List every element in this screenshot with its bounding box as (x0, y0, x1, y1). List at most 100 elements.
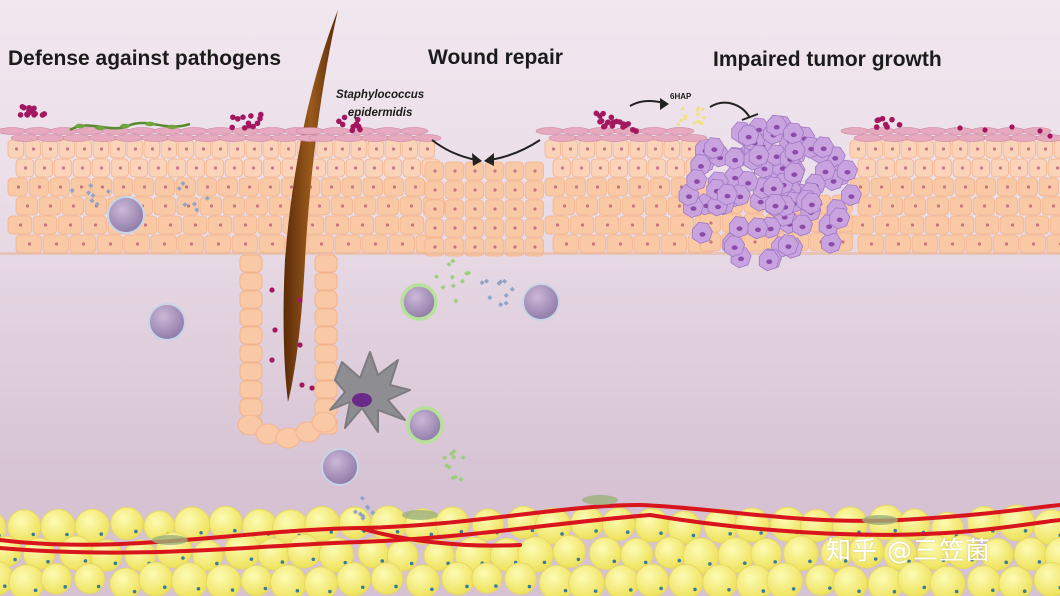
pathogen-rod (120, 124, 130, 128)
keratinocyte-nucleus (575, 185, 578, 188)
keratinocyte-nucleus (1044, 147, 1047, 150)
keratinocyte-nucleus (219, 223, 222, 226)
tumor-cell-nucleus (758, 200, 764, 205)
tumor-cell-nucleus (837, 218, 843, 223)
keratinocyte-nucleus (316, 166, 319, 169)
keratinocyte-nucleus (157, 166, 160, 169)
keratinocyte-nucleus (709, 240, 712, 243)
signal-molecule (451, 283, 456, 288)
keratinocyte-nucleus (109, 242, 112, 245)
keratinocyte-nucleus (569, 147, 572, 150)
tumor-cell-nucleus (732, 158, 738, 163)
keratinocyte-nucleus (656, 223, 659, 226)
fat-cell-nucleus (199, 531, 203, 535)
commensal-bacterium (246, 123, 252, 129)
fat-cell-nucleus (528, 585, 532, 589)
signal-molecule (461, 455, 466, 460)
fat-cell (241, 565, 271, 595)
keratinocyte-nucleus (66, 147, 69, 150)
commensal-bacterium (880, 116, 886, 122)
keratinocyte-nucleus (392, 166, 395, 169)
keratinocyte-nucleus (320, 242, 323, 245)
6hap-molecule (679, 119, 682, 122)
keratinocyte-nucleus (411, 166, 414, 169)
keratinocyte-nucleus (473, 245, 476, 248)
follicle-cell (240, 309, 262, 326)
corneocyte (679, 135, 707, 142)
keratinocyte-nucleus (1048, 185, 1051, 188)
fat-cell-nucleus (922, 586, 926, 590)
follicle-cell (315, 363, 337, 380)
commensal-bacterium (340, 122, 346, 128)
fat-cell-nucleus (31, 533, 35, 537)
fat-cell-nucleus (63, 585, 67, 589)
commensal-bacterium (229, 125, 235, 131)
fat-cell-nucleus (728, 532, 732, 536)
dendritic-cell-nucleus (352, 393, 372, 407)
fat-cell (898, 562, 933, 596)
keratinocyte-nucleus (49, 204, 52, 207)
keratinocyte-nucleus (83, 147, 86, 150)
keratinocyte-nucleus (374, 242, 377, 245)
keratinocyte-nucleus (951, 242, 954, 245)
fat-cell-nucleus (1038, 560, 1042, 564)
follicle-cell (240, 327, 262, 344)
keratinocyte-nucleus (942, 147, 945, 150)
corneocyte (640, 128, 668, 135)
fat-cell (442, 562, 474, 594)
keratinocyte-nucleus (554, 185, 557, 188)
keratinocyte-nucleus (942, 166, 945, 169)
keratinocyte-nucleus (599, 166, 602, 169)
fat-cell (833, 566, 867, 596)
pericyte (862, 515, 898, 525)
follicle-bacterium (272, 327, 277, 332)
fat-cell-nucleus (84, 559, 88, 563)
keratinocyte-nucleus (561, 166, 564, 169)
fat-cell-nucleus (250, 557, 254, 561)
commensal-bacterium (897, 122, 903, 128)
keratinocyte-nucleus (961, 223, 964, 226)
keratinocyte-nucleus (287, 147, 290, 150)
commensal-bacterium (594, 111, 600, 117)
keratinocyte-nucleus (194, 223, 197, 226)
keratinocyte-nucleus (227, 185, 230, 188)
title-wound-repair: Wound repair (428, 46, 563, 70)
watermark: 知乎 @三笠菌 (826, 531, 991, 567)
follicle-bacterium (299, 382, 304, 387)
corneocyte (984, 135, 1012, 142)
corneocyte (932, 135, 960, 142)
fat-cell (75, 563, 105, 593)
commensal-bacterium (1037, 128, 1042, 133)
keratinocyte-nucleus (32, 147, 35, 150)
fat-cell-nucleus (65, 533, 69, 537)
keratinocyte-nucleus (185, 147, 188, 150)
keratinocyte-nucleus (925, 147, 928, 150)
tumor-cell-nucleus (737, 226, 743, 231)
signal-molecule (446, 262, 451, 267)
keratinocyte-nucleus (619, 242, 622, 245)
corneocyte (958, 135, 986, 142)
commensal-bacterium (1009, 124, 1014, 129)
commensal-bacterium (27, 110, 33, 116)
corneocyte (180, 128, 208, 135)
fat-cell-nucleus (264, 587, 268, 591)
corneocyte (258, 128, 286, 135)
corneocyte (387, 135, 415, 142)
6hap-molecule (696, 108, 699, 111)
keratinocyte-nucleus (122, 185, 125, 188)
label-6hap: 6HAP (670, 92, 691, 101)
keratinocyte-nucleus (244, 242, 247, 245)
corneocyte (193, 135, 221, 142)
fat-cell-nucleus (1004, 561, 1008, 565)
inhibit-arrow (710, 103, 750, 118)
keratinocyte-nucleus (330, 185, 333, 188)
keratinocyte-nucleus (411, 223, 414, 226)
keratinocyte-nucleus (69, 223, 72, 226)
keratinocyte-nucleus (1005, 242, 1008, 245)
keratinocyte-nucleus (891, 147, 894, 150)
commensal-bacterium (18, 112, 24, 118)
6hap-molecule (681, 107, 684, 110)
keratinocyte-nucleus (176, 166, 179, 169)
immune-cell (523, 284, 559, 320)
keratinocyte-nucleus (937, 204, 940, 207)
